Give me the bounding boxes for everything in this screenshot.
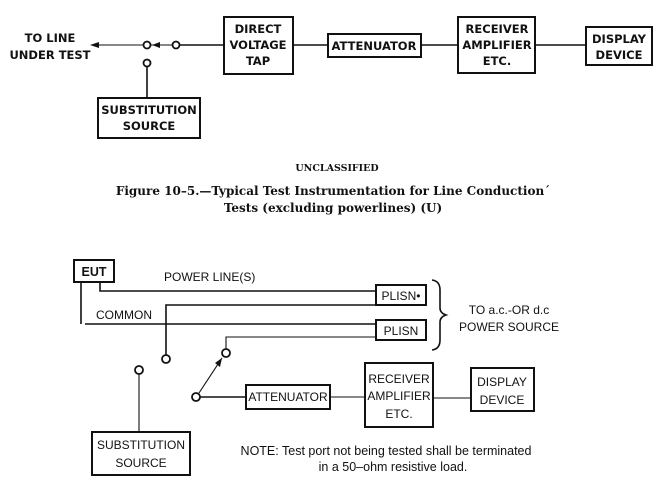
display-device-text-2: DEVICE [596, 48, 643, 62]
substitution-source-text-1: SUBSTITUTION [97, 438, 185, 452]
attenuator-text: ATTENUATOR [332, 39, 417, 53]
display-device-text-1: DISPLAY [477, 375, 527, 389]
receiver-amplifier-block [457, 16, 536, 74]
eut-block [73, 259, 115, 283]
arrow-head-left-icon [90, 42, 99, 48]
receiver-text-3: ETC. [483, 54, 512, 68]
receiver-amplifier-block [364, 362, 434, 428]
common-label: COMMON [96, 308, 152, 322]
switch-arrow-icon [152, 42, 160, 48]
plisn-1-text: PLISN• [382, 289, 421, 303]
substitution-source-text-2: SOURCE [115, 456, 166, 470]
plisn-2-block [375, 319, 427, 341]
top-diagram: TO LINE UNDER TEST SUBSTITUTION SOURCE D… [9, 16, 653, 139]
substitution-source-block [91, 431, 191, 476]
display-device-block [585, 26, 653, 66]
receiver-text-3: ETC. [385, 407, 412, 421]
plisn-1-test-port [161, 354, 171, 364]
display-device-text-2: DEVICE [480, 393, 525, 407]
plisn-2-test-port [221, 348, 231, 358]
display-device-block [470, 367, 535, 412]
switch-terminal-b [171, 40, 181, 50]
substitution-terminal [142, 58, 152, 68]
bottom-diagram: EUT POWER LINE(S) COMMON PLISN• PLISN TO… [73, 259, 559, 476]
receiver-text-1: RECEIVER [466, 22, 529, 36]
plisn-2-test-lead [225, 336, 376, 349]
classification-label: UNCLASSIFIED [295, 163, 378, 174]
plisn-2-text: PLISN [384, 324, 419, 338]
note-line-2: in a 50–ohm resistive load. [319, 460, 468, 474]
plisn-1-block [375, 284, 427, 306]
receiver-text-2: AMPLIFIER [367, 389, 431, 403]
direct-voltage-tap-text-2: VOLTAGE [229, 38, 286, 52]
attenuator-text: ATTENUATOR [248, 390, 328, 404]
to-line-label-1: TO LINE [25, 31, 76, 45]
display-device-text-1: DISPLAY [592, 32, 647, 46]
eut-text: EUT [82, 265, 107, 279]
substitution-terminal [134, 365, 144, 375]
substitution-source-text-1: SUBSTITUTION [101, 103, 197, 117]
to-line-label-2: UNDER TEST [9, 48, 90, 62]
figure-caption-line-1: Figure 10–5.—Typical Test Instrumentatio… [116, 184, 550, 198]
substitution-source-text-2: SOURCE [123, 119, 176, 133]
switch-common-terminal [191, 392, 201, 402]
switch-arrow-icon [215, 358, 222, 367]
switch-terminal-a [142, 40, 152, 50]
receiver-text-1: RECEIVER [368, 372, 430, 386]
power-lines-label: POWER LINE(S) [164, 270, 255, 284]
plisn-1-test-lead [165, 304, 376, 355]
power-source-label-2: POWER SOURCE [459, 320, 559, 334]
power-source-label-1: TO a.c.-OR d.c [469, 303, 549, 317]
power-line-wire [99, 282, 376, 292]
brace-icon [431, 279, 449, 351]
note-line-1: NOTE: Test port not being tested shall b… [241, 444, 532, 458]
receiver-text-2: AMPLIFIER [462, 38, 531, 52]
direct-voltage-tap-block [223, 16, 294, 75]
substitution-source-block [97, 97, 201, 139]
direct-voltage-tap-text-3: TAP [246, 54, 270, 68]
figure-caption-line-2: Tests (excluding powerlines) (U) [224, 201, 442, 215]
direct-voltage-tap-text-1: DIRECT [235, 22, 282, 36]
